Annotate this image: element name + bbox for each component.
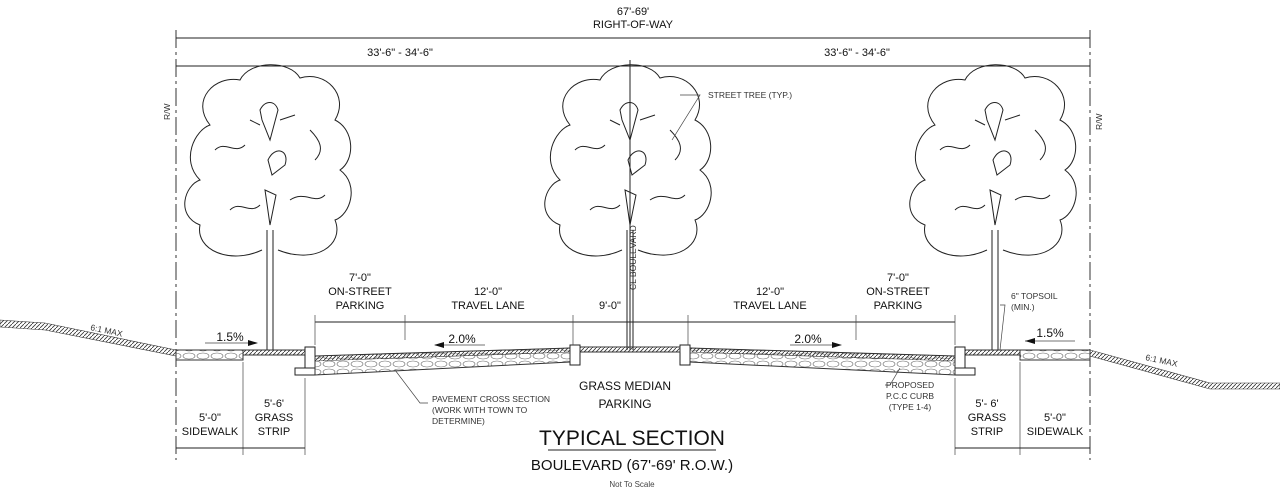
travel-left-label: TRAVEL LANE	[451, 300, 524, 312]
sidewalk-left-label: SIDEWALK	[182, 426, 239, 438]
grass-left-label2: STRIP	[258, 426, 290, 438]
median-label2: PARKING	[598, 397, 651, 411]
curb-note: PROPOSED	[886, 380, 934, 390]
median-width: 9'-0"	[599, 300, 621, 312]
row-width: 67'-69'	[617, 6, 649, 18]
curb-right	[954, 346, 966, 370]
grass-strip-right	[964, 349, 1021, 356]
rw-label-right: R/W	[1094, 113, 1104, 130]
sidewalk-right-label: SIDEWALK	[1027, 426, 1084, 438]
half-width-right: 33'-6" - 34'-6"	[824, 47, 890, 59]
rw-label-left: R/W	[162, 103, 172, 120]
topsoil-note: 6" TOPSOIL	[1011, 291, 1058, 301]
travel-right-label: TRAVEL LANE	[733, 300, 806, 312]
curb-note-2: P.C.C CURB	[886, 391, 934, 401]
parking-left-width: 7'-0"	[349, 272, 371, 284]
travel-right-width: 12'-0"	[756, 286, 784, 298]
pavement-note-2: (WORK WITH TOWN TO	[432, 405, 528, 415]
parking-right-label2: PARKING	[874, 300, 923, 312]
slope-road-right: 2.0%	[794, 332, 822, 346]
half-width-left: 33'-6" - 34'-6"	[367, 47, 433, 59]
parking-right-label: ON-STREET	[866, 286, 930, 298]
curb-note-3: (TYPE 1-4)	[889, 402, 932, 412]
parking-left-label: ON-STREET	[328, 286, 392, 298]
curb-median-right	[679, 344, 691, 366]
curb-median-left	[569, 344, 581, 366]
street-tree-note: STREET TREE (TYP.)	[708, 90, 792, 100]
scale-note: Not To Scale	[609, 480, 655, 489]
sidewalk-left	[175, 349, 244, 361]
grass-right-label2: STRIP	[971, 426, 1003, 438]
grass-median	[579, 346, 681, 353]
pavement-note: PAVEMENT CROSS SECTION	[432, 394, 550, 404]
parking-left-label2: PARKING	[336, 300, 385, 312]
drawing-subtitle: BOULEVARD (67'-69' R.O.W.)	[531, 457, 733, 474]
street-tree-left	[184, 64, 352, 351]
street-tree-right	[909, 64, 1077, 351]
embankment-left	[0, 319, 177, 357]
grass-right-width: 5'- 6'	[975, 398, 998, 410]
grass-strip-left	[242, 349, 306, 356]
row-label: RIGHT-OF-WAY	[593, 19, 674, 31]
slope-road-left: 2.0%	[448, 332, 476, 346]
median-label: GRASS MEDIAN	[579, 379, 671, 393]
grass-left-label: GRASS	[255, 412, 294, 424]
grass-right-label: GRASS	[968, 412, 1007, 424]
embankment-right	[1089, 349, 1280, 390]
sidewalk-right	[1019, 349, 1091, 361]
parking-right-width: 7'-0"	[887, 272, 909, 284]
slope-sidewalk-left: 1.5%	[216, 330, 244, 344]
sidewalk-right-width: 5'-0"	[1044, 412, 1066, 424]
curb-left	[304, 346, 316, 370]
street-tree-median	[544, 64, 712, 351]
topsoil-note-2: (MIN.)	[1011, 302, 1035, 312]
travel-left-width: 12'-0"	[474, 286, 502, 298]
drawing-title: TYPICAL SECTION	[539, 427, 725, 450]
sidewalk-left-width: 5'-0"	[199, 412, 221, 424]
slope-sidewalk-right: 1.5%	[1036, 326, 1064, 340]
pavement-note-3: DETERMINE)	[432, 416, 485, 426]
grass-left-width: 5'-6'	[264, 398, 284, 410]
